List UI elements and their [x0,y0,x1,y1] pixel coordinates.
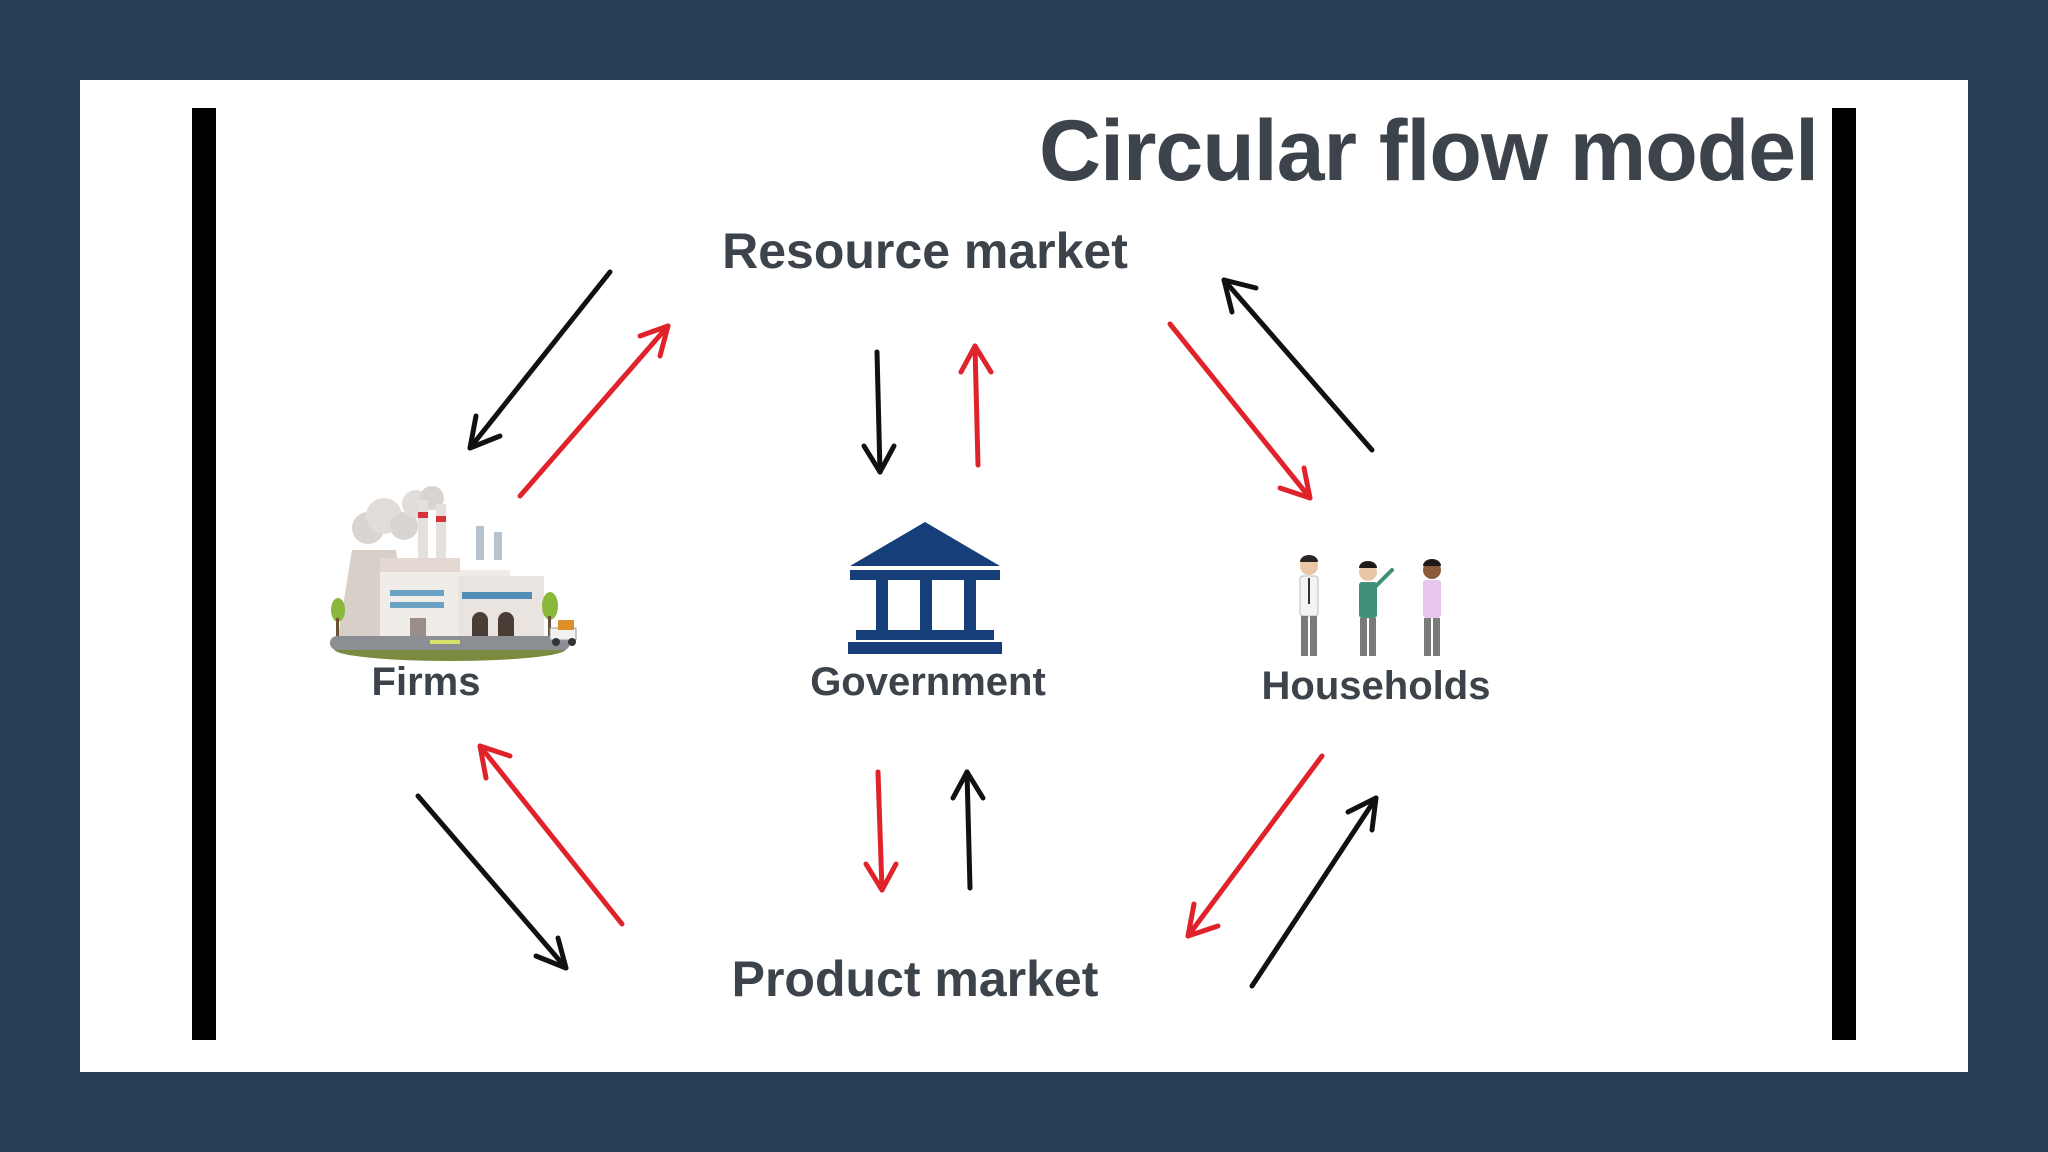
arrow-product-to-government [950,769,986,891]
arrow-households-to-resource [1221,277,1375,453]
arrow-resource-to-households [1167,321,1313,501]
product-market-label: Product market [731,951,1099,1007]
diagram-card: Circular flow model Resource market Prod… [80,80,1968,1072]
resource-market-label: Resource market [722,223,1128,279]
arrow-resource-to-firms [467,269,613,451]
households-label: Households [1261,664,1491,708]
government-label: Government [810,660,1046,704]
diagram-graphics [330,269,1441,989]
arrow-government-to-product [863,769,899,893]
arrow-product-to-firms [477,743,625,927]
factory-icon [330,486,577,661]
arrow-firms-to-resource [517,323,671,499]
right-border-bar [1832,108,1856,1040]
government-building-icon [848,522,1002,654]
arrow-households-to-product [1185,753,1325,939]
people-icon [1299,555,1441,656]
arrow-resource-to-government [861,349,897,475]
arrow-product-to-households [1249,795,1379,989]
arrow-firms-to-product [415,793,569,971]
diagram-title: Circular flow model [1038,103,1819,199]
arrow-government-to-resource [958,343,994,468]
left-border-bar [192,108,216,1040]
firms-label: Firms [371,660,481,704]
